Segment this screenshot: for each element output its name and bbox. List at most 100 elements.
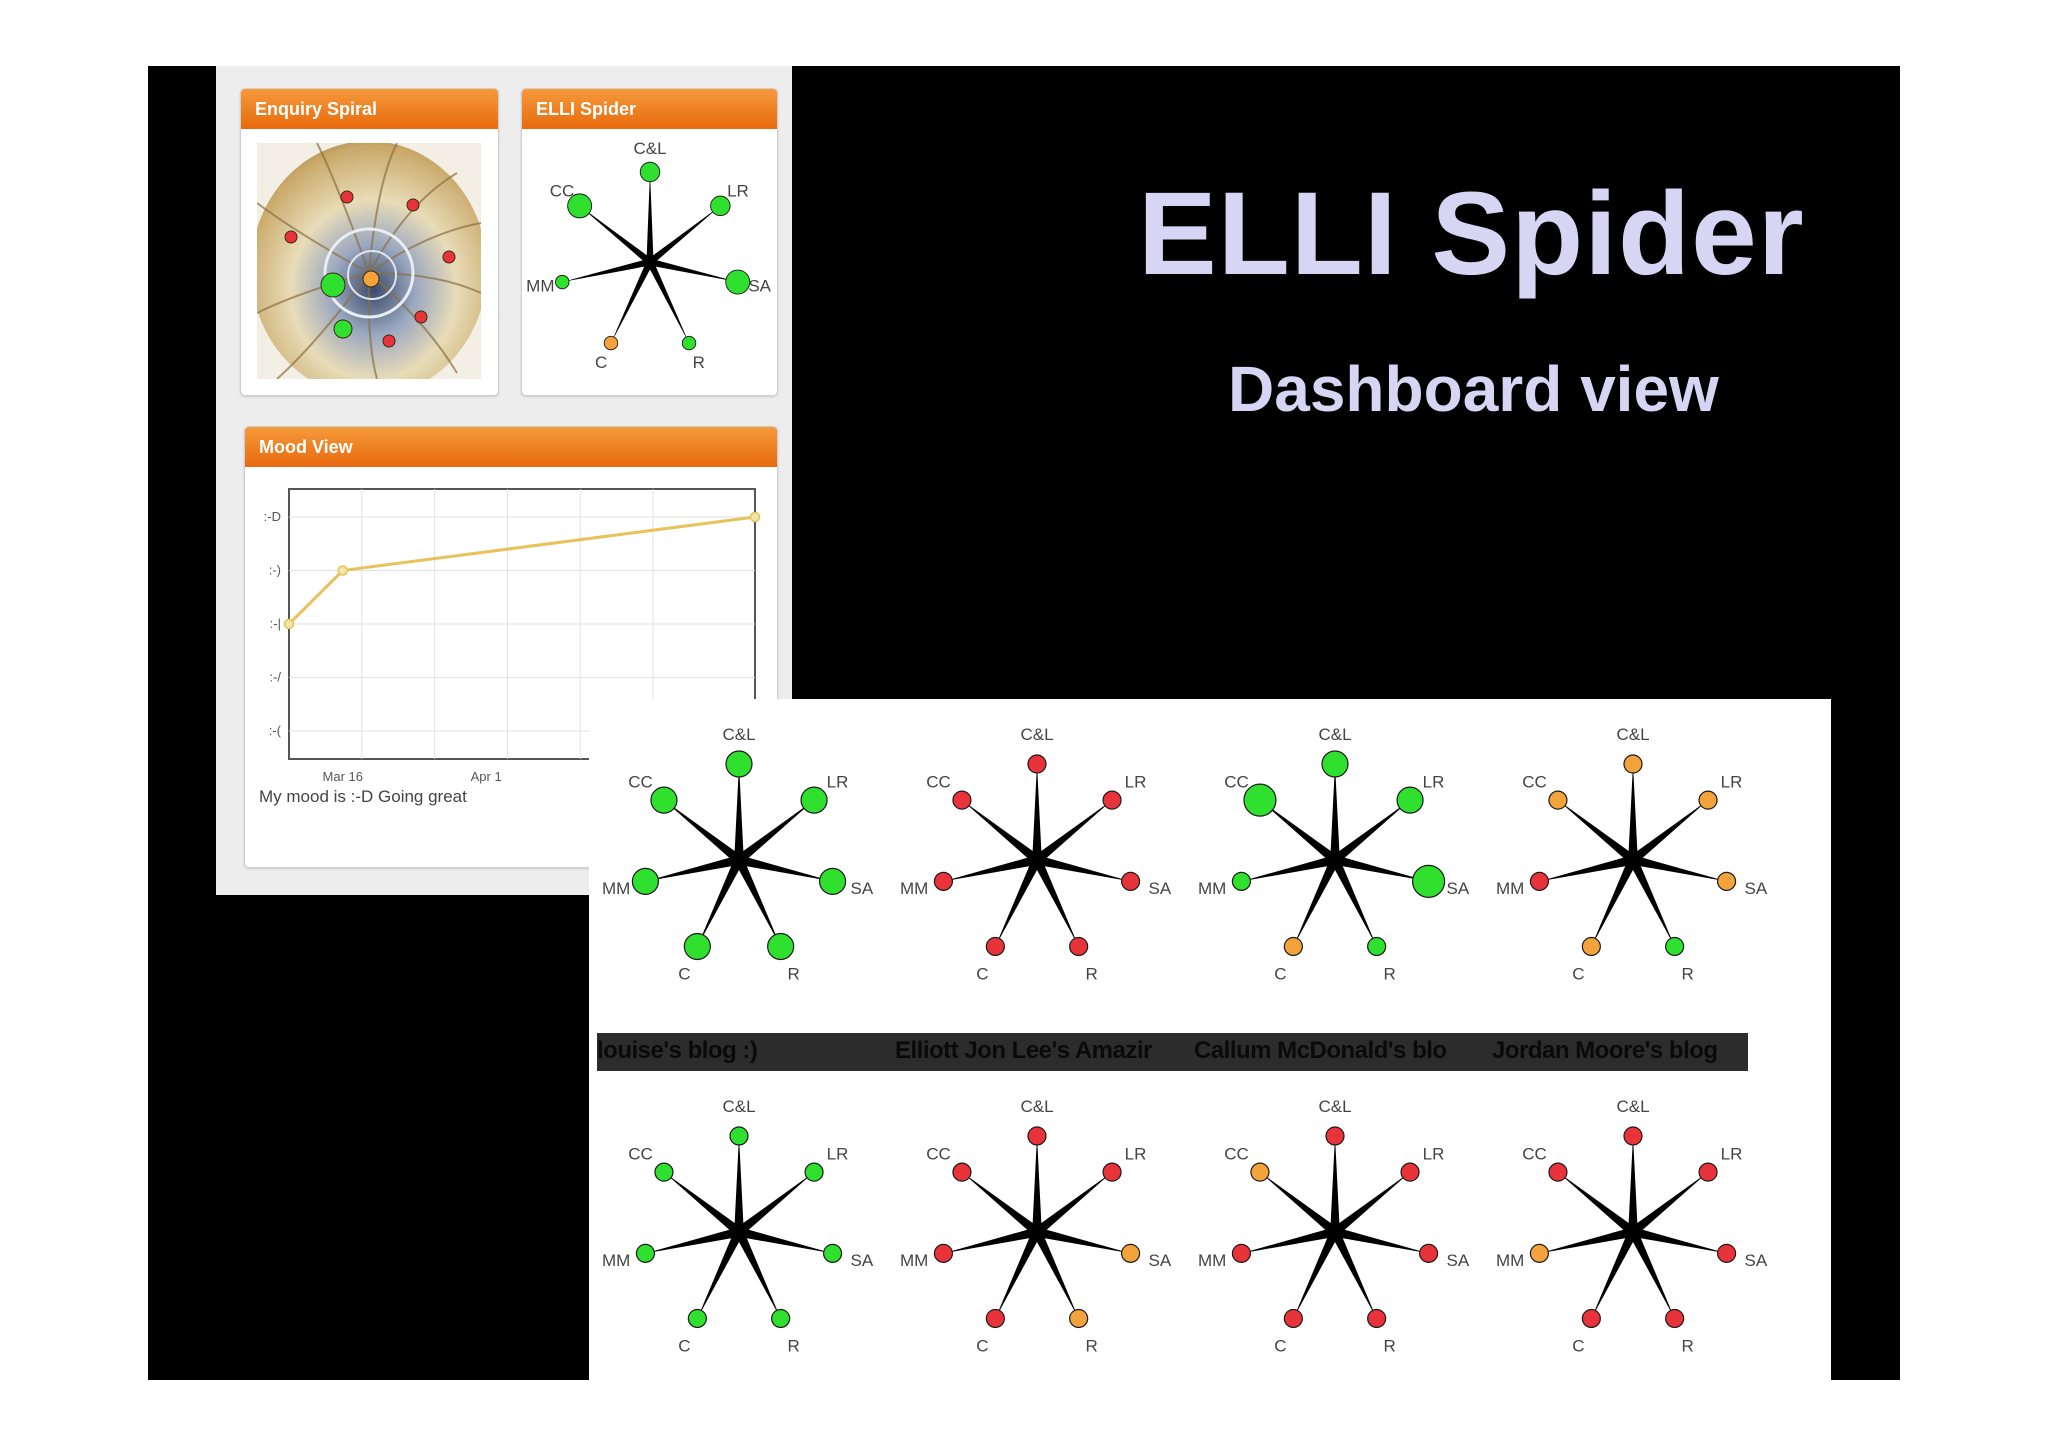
mood-x-tick: Apr 1: [471, 769, 502, 784]
spider-axis-label: C&L: [1616, 1097, 1649, 1116]
spider-node: [1231, 871, 1252, 891]
spider-node: [1120, 871, 1141, 891]
mood-point: [283, 618, 295, 630]
spider-node: [800, 786, 828, 814]
slide: Enquiry Spiral: [148, 66, 1900, 1380]
enquiry-spiral-title: Enquiry Spiral: [241, 89, 498, 129]
spider-axis-label: MM: [602, 1251, 630, 1270]
spider-node: [710, 195, 731, 217]
spider-node: [985, 1308, 1005, 1329]
spider-axis-label: C: [1572, 965, 1584, 984]
spider-node: [952, 1162, 972, 1182]
spider-node: [635, 1243, 656, 1263]
spider-node: [1325, 1126, 1345, 1146]
spider-node: [681, 335, 697, 351]
blog-name[interactable]: Callum McDonald's blo: [1194, 1037, 1447, 1064]
spider-axis-label: SA: [1446, 879, 1469, 898]
spider-axis-label: CC: [1224, 1144, 1249, 1163]
spider-node: [1102, 790, 1122, 810]
spider-node: [729, 1126, 749, 1146]
spiral-marker: [382, 334, 396, 348]
spider-axis-label: SA: [1744, 1251, 1767, 1270]
spiral-marker: [362, 270, 380, 288]
spider-node: [952, 790, 972, 810]
blog-name[interactable]: Jordan Moore's blog: [1492, 1037, 1718, 1064]
spider-axis-label: C: [976, 1337, 988, 1356]
spider-node: [1529, 871, 1550, 891]
spider-axis-label: MM: [526, 277, 554, 296]
spider-axis-label: C&L: [722, 725, 755, 744]
spider-axis-label: CC: [926, 772, 951, 791]
spider-node: [1027, 754, 1047, 774]
spider-axis-label: C&L: [1616, 725, 1649, 744]
spider-star: [1241, 1136, 1429, 1319]
spider-node: [1548, 790, 1568, 810]
spider-axis-label: CC: [1224, 772, 1249, 791]
spider-node: [1027, 1126, 1047, 1146]
spider-axis-label: LR: [827, 1144, 849, 1163]
blog-name[interactable]: louise's blog :): [597, 1037, 758, 1064]
spider-axis-label: CC: [1522, 772, 1547, 791]
spiral-marker: [406, 198, 420, 212]
spider-node: [1529, 1243, 1550, 1263]
spider-axis-label: CC: [628, 772, 653, 791]
spider-axis-label: R: [1682, 1337, 1694, 1356]
spider-node: [1102, 1162, 1122, 1182]
spider-node: [603, 335, 619, 351]
mood-x-tick: Mar 16: [323, 769, 363, 784]
blog-name[interactable]: Elliott Jon Lee's Amazir: [895, 1037, 1152, 1064]
spiral-marker: [414, 310, 428, 324]
spider-star: [943, 764, 1131, 947]
spider-axis-label: R: [1384, 1337, 1396, 1356]
spider-node: [1400, 1162, 1420, 1182]
spider-axis-label: C&L: [1020, 725, 1053, 744]
spiral-marker: [320, 272, 346, 298]
spider-node: [1283, 1308, 1303, 1329]
spider-node: [1623, 1126, 1643, 1146]
spider-axis-label: LR: [1423, 772, 1445, 791]
dashboard-panel: Enquiry Spiral: [216, 66, 792, 895]
spider-axis-label: C&L: [722, 1097, 755, 1116]
spider-axis-label: R: [1086, 1337, 1098, 1356]
spider-axis-label: R: [1384, 965, 1396, 984]
spider-node: [1581, 936, 1601, 957]
spider-node: [767, 932, 795, 961]
blog-names-bar: louise's blog :) Elliott Jon Lee's Amazi…: [597, 1033, 1748, 1071]
spider-node: [631, 867, 660, 895]
spider-node: [687, 1308, 707, 1329]
slide-subtitle: Dashboard view: [1228, 353, 1719, 425]
spider-axis-label: C: [678, 1337, 690, 1356]
spider-node: [771, 1308, 791, 1329]
spider-axis-label: MM: [900, 1251, 928, 1270]
mood-y-tick: :-|: [270, 616, 281, 631]
spider-axis-label: C: [595, 353, 607, 372]
spider-axis-label: C&L: [1318, 1097, 1351, 1116]
spider-node: [1716, 1243, 1737, 1263]
spider-axis-label: MM: [602, 879, 630, 898]
spider-node: [1623, 754, 1643, 774]
spider-node: [1411, 864, 1446, 898]
spider-axis-label: C&L: [633, 139, 666, 158]
slide-title: ELLI Spider: [1138, 168, 1805, 300]
spider-axis-label: SA: [1744, 879, 1767, 898]
spider-node: [1069, 936, 1089, 957]
spider-node: [1120, 1243, 1141, 1263]
